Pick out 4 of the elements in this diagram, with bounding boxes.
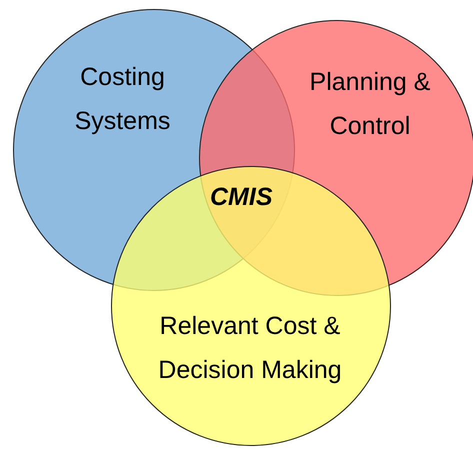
circle-label: Planning & Control bbox=[308, 67, 432, 142]
circle-label: Costing Systems bbox=[74, 62, 172, 137]
circle-label: Relevant Cost & Decision Making bbox=[157, 311, 343, 386]
center-label: CMIS bbox=[210, 183, 272, 212]
